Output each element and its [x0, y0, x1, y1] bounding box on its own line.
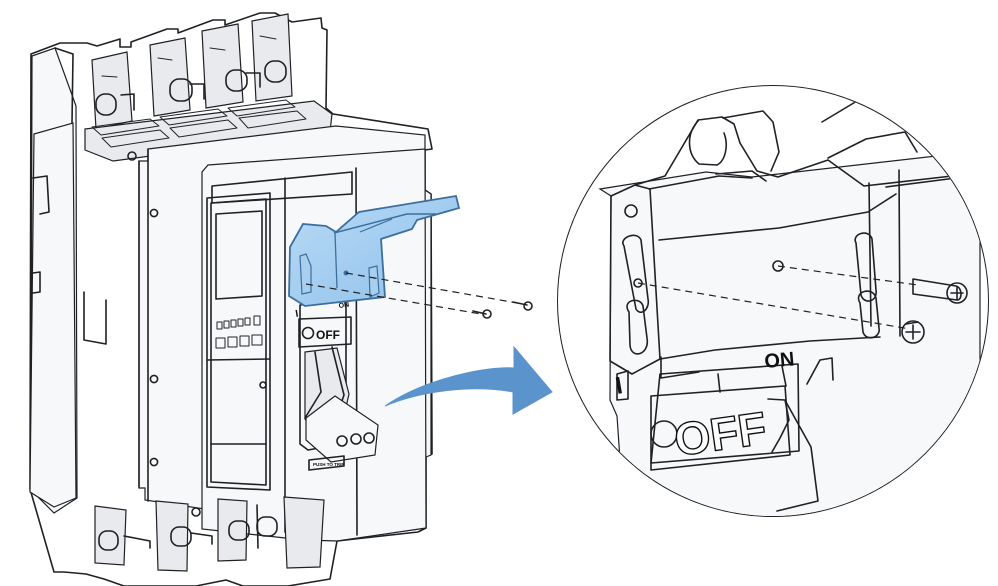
zoom-detail: OFF ON I — [557, 85, 989, 517]
zoom-i-text: I — [613, 372, 624, 400]
push-to-trip-text: PUSH TO TRIP — [313, 462, 344, 467]
top-terminals — [91, 13, 293, 130]
zoom-slot-right — [854, 232, 877, 302]
zoom-slot-left — [622, 234, 650, 314]
bottom-terminals — [94, 496, 325, 572]
handle-grip — [305, 395, 379, 463]
small-off-label: OFF ON — [301, 302, 350, 342]
push-to-trip-label-box — [308, 455, 345, 471]
small-i-text: I — [295, 309, 300, 320]
magnify-arrow — [384, 345, 553, 415]
tiny-off-text: OFF — [316, 328, 340, 342]
zoom-handle-cover — [650, 363, 800, 464]
left-screws — [472, 301, 533, 319]
trip-buttons — [215, 315, 263, 349]
tiny-on-text: ON — [338, 302, 349, 310]
zoom-on-text: ON — [764, 348, 796, 373]
circuit-breaker: OFF ON PUSH TO TRIP I — [29, 12, 533, 586]
trip-display — [215, 210, 263, 300]
breaker-outline — [29, 12, 433, 586]
trip-unit — [206, 192, 271, 491]
zoom-screws — [901, 278, 968, 344]
blue-locking-bracket — [288, 194, 461, 307]
left-lower-face — [29, 122, 77, 508]
vent-slots — [91, 99, 307, 148]
